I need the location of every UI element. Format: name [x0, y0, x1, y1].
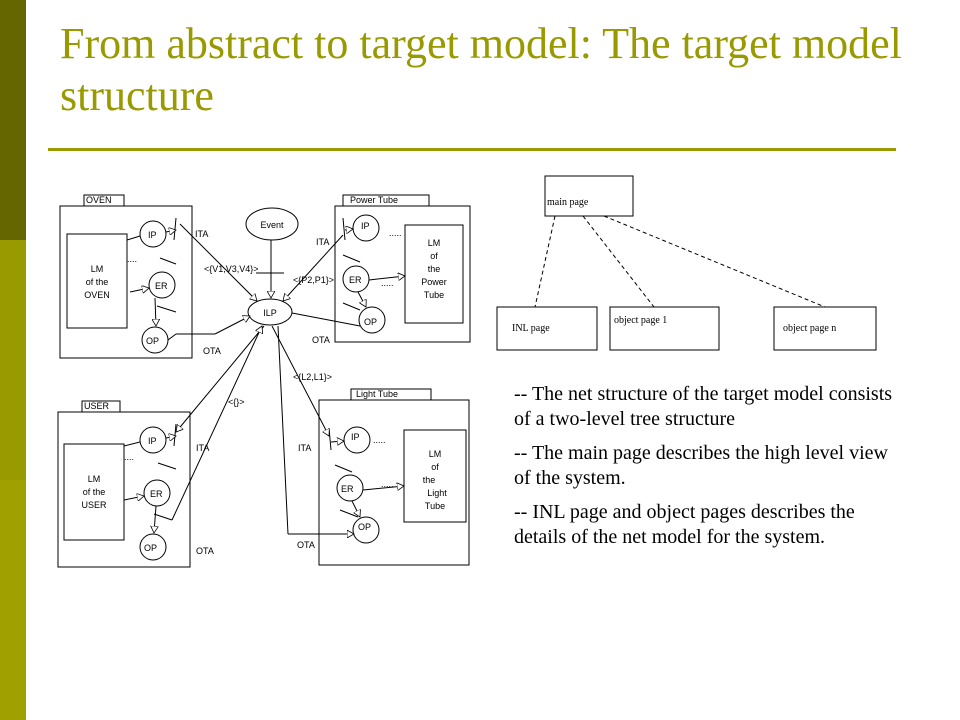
power-token-label: <{P2,P1}>: [293, 275, 334, 285]
oven-ip-label: IP: [148, 230, 157, 240]
user-op-place: [139, 533, 167, 561]
user-lm-line2: of the: [83, 487, 106, 497]
event-label: Event: [260, 220, 284, 230]
oven-ota-label: OTA: [203, 346, 221, 356]
oven-dots-label: ....: [127, 254, 137, 264]
page-tree: main page INL page object page 1 object …: [496, 175, 877, 351]
power-er-label: ER: [349, 275, 362, 285]
user-lm-line3: USER: [81, 500, 107, 510]
title-underline: [48, 148, 896, 151]
light-ip-label: IP: [351, 432, 360, 442]
light-ita-label: ITA: [298, 443, 311, 453]
light-dots-2: .....: [381, 479, 394, 489]
bullet-item: -- The main page describes the high leve…: [514, 442, 888, 489]
light-lm-line1: LM: [429, 449, 442, 459]
user-ita-label: ITA: [196, 443, 209, 453]
oven-tab-label: OVEN: [86, 195, 112, 205]
power-ota-label: OTA: [312, 335, 330, 345]
light-ota-label: OTA: [297, 540, 315, 550]
power-ita-label: ITA: [316, 237, 329, 247]
user-dots-label: ....: [124, 452, 134, 462]
object-page-1-label: object page 1: [614, 315, 667, 326]
inl-page-box: [496, 306, 598, 351]
bullet-item: -- The net structure of the target model…: [514, 383, 893, 430]
object-page-1-box: [609, 306, 720, 351]
power-dots-1: .....: [389, 228, 402, 238]
oven-er-label: ER: [155, 281, 168, 291]
light-er-place: [336, 474, 364, 502]
oven-op-label: OP: [146, 336, 159, 346]
oven-lm-line1: LM: [91, 264, 104, 274]
oven-token-label: <{V1,V3,V4}>: [204, 264, 259, 274]
power-tab-label: Power Tube: [350, 195, 398, 205]
power-lm-line2: of: [430, 251, 438, 261]
sidebar-band-dark: [0, 0, 26, 240]
light-er-label: ER: [341, 484, 354, 494]
event-place: [245, 207, 299, 241]
inl-page-label: INL page: [512, 323, 550, 334]
oven-ip-place: [139, 220, 167, 248]
ilp-label: ILP: [263, 308, 277, 318]
user-lm-line1: LM: [88, 474, 101, 484]
light-tube-module: [318, 388, 470, 566]
power-dots-2: .....: [381, 278, 394, 288]
user-module: [57, 400, 191, 568]
user-tab-label: USER: [84, 401, 110, 411]
bullet-item: -- INL page and object pages describes t…: [514, 501, 855, 548]
ilp-place: [247, 298, 293, 326]
light-token-label: <{L2,L1}>: [293, 372, 332, 382]
oven-ita-label: ITA: [195, 229, 208, 239]
object-page-n-label: object page n: [783, 323, 836, 334]
light-lm-line4: Light: [427, 488, 447, 498]
oven-lm-line2: of the: [86, 277, 109, 287]
user-ota-label: OTA: [196, 546, 214, 556]
light-lm-line5: Tube: [425, 501, 445, 511]
power-op-place: [358, 306, 386, 334]
bullet-list: -- The net structure of the target model…: [514, 382, 894, 559]
main-page-label: main page: [547, 197, 589, 208]
power-lm-line1: LM: [428, 238, 441, 248]
power-ip-label: IP: [361, 221, 370, 231]
user-token-label: <{}>: [228, 397, 245, 407]
oven-lm-line3: OVEN: [84, 290, 110, 300]
user-ip-label: IP: [148, 436, 157, 446]
user-op-label: OP: [144, 543, 157, 553]
main-page-box: [544, 175, 634, 217]
user-ip-place: [139, 426, 167, 454]
power-lm-line5: Tube: [424, 290, 444, 300]
power-er-place: [342, 265, 370, 293]
light-lm-line2: of: [431, 462, 439, 472]
power-op-label: OP: [364, 317, 377, 327]
light-tab-label: Light Tube: [356, 389, 398, 399]
power-lm-line3: the: [428, 264, 441, 274]
slide-title: From abstract to target model: The targe…: [60, 19, 902, 120]
power-lm-line4: Power: [421, 277, 447, 287]
sidebar-band-light: [0, 480, 26, 720]
user-er-label: ER: [150, 489, 163, 499]
power-tube-module: [334, 194, 471, 343]
light-lm-line3: the: [423, 475, 436, 485]
light-op-label: OP: [358, 522, 371, 532]
light-dots-1: .....: [373, 435, 386, 445]
oven-module: [59, 194, 193, 359]
sidebar-band-mid: [0, 240, 26, 480]
